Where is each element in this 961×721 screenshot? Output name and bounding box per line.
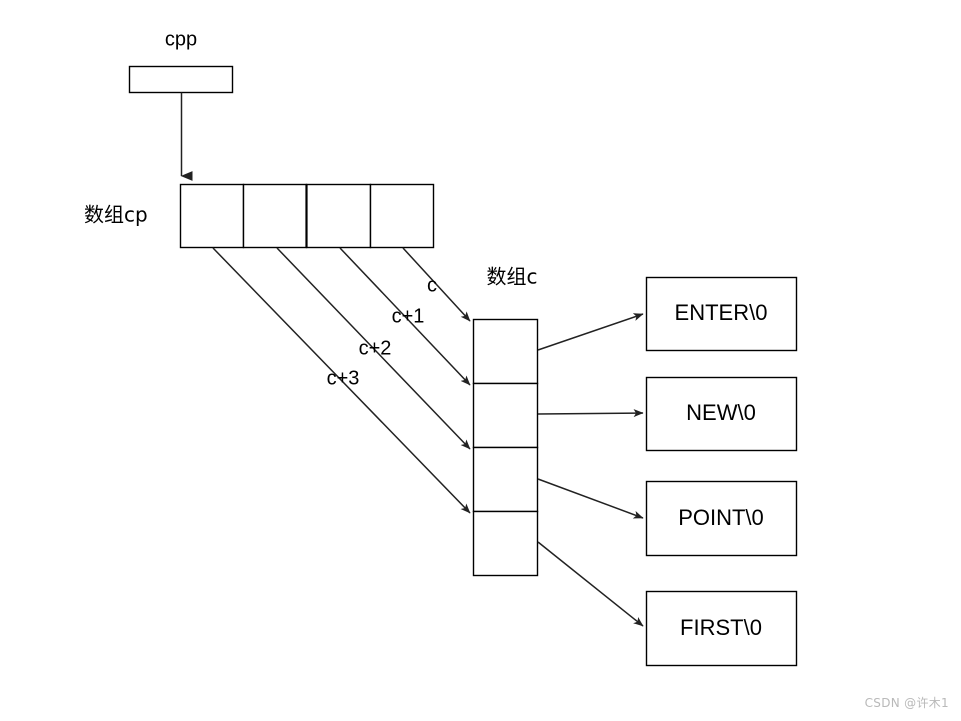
csdn-watermark: CSDN @许木1 <box>864 696 949 710</box>
c-array-cell-3 <box>472 510 539 577</box>
cp-array-cell-1 <box>242 183 308 249</box>
cp-array-cell-3 <box>369 183 435 249</box>
cpp-pointer-box <box>128 65 234 94</box>
arrow-c1-to-string-1 <box>537 409 644 418</box>
cp-array-cell-0 <box>179 183 245 249</box>
string-box-3 <box>645 590 798 667</box>
c-array-cell-1 <box>472 382 539 449</box>
arrow-c0-to-string-0 <box>537 313 644 351</box>
arrow-c2-to-string-2 <box>537 478 644 519</box>
cp-array-cell-2 <box>305 183 372 249</box>
string-box-2 <box>645 480 798 557</box>
string-box-label-0: ENTER\0 <box>675 300 768 325</box>
pointer-label-c-plus-3: c+3 <box>327 367 360 389</box>
string-box-1 <box>645 376 798 452</box>
c-array-cell-0 <box>472 318 539 385</box>
arrow-cp2-to-c2 <box>276 247 471 450</box>
arrow-cp0-to-c0 <box>402 247 471 322</box>
string-box-label-2: POINT\0 <box>678 505 764 530</box>
arrow-c3-to-string-3 <box>537 541 644 627</box>
arrow-cp3-to-c3 <box>212 247 471 514</box>
arrow-cp1-to-c1 <box>339 247 471 386</box>
c-array-cell-2 <box>472 446 539 513</box>
cp-array-label: 数组cp <box>84 203 148 227</box>
c-array-label: 数组c <box>487 265 538 289</box>
pointer-label-c-plus-2: c+2 <box>359 337 392 359</box>
string-box-label-3: FIRST\0 <box>680 615 762 640</box>
string-box-0 <box>645 276 798 352</box>
pointer-label-c: c <box>427 274 437 296</box>
pointer-label-c-plus-1: c+1 <box>392 305 425 327</box>
cpp-label: cpp <box>165 28 197 50</box>
string-box-label-1: NEW\0 <box>686 400 756 425</box>
